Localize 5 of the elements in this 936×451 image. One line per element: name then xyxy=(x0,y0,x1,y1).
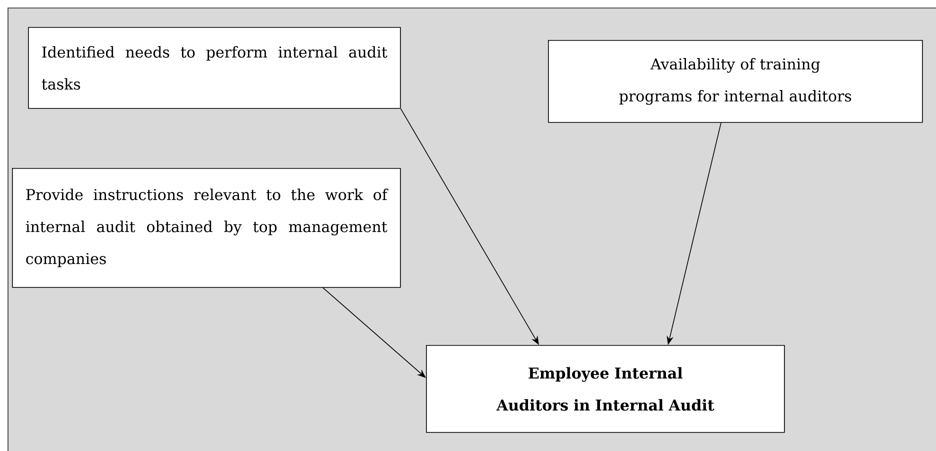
text-box: Employee Internal Auditors in Internal Audit xyxy=(426,345,785,433)
text-box: Provide instructions relevant to the work of internal audit obtained by top management companies xyxy=(12,168,401,288)
text-box: Identified needs to perform internal audit tasks xyxy=(28,27,401,109)
arrow xyxy=(322,287,426,378)
text-box: Availability of training programs for internal auditors xyxy=(548,40,923,123)
